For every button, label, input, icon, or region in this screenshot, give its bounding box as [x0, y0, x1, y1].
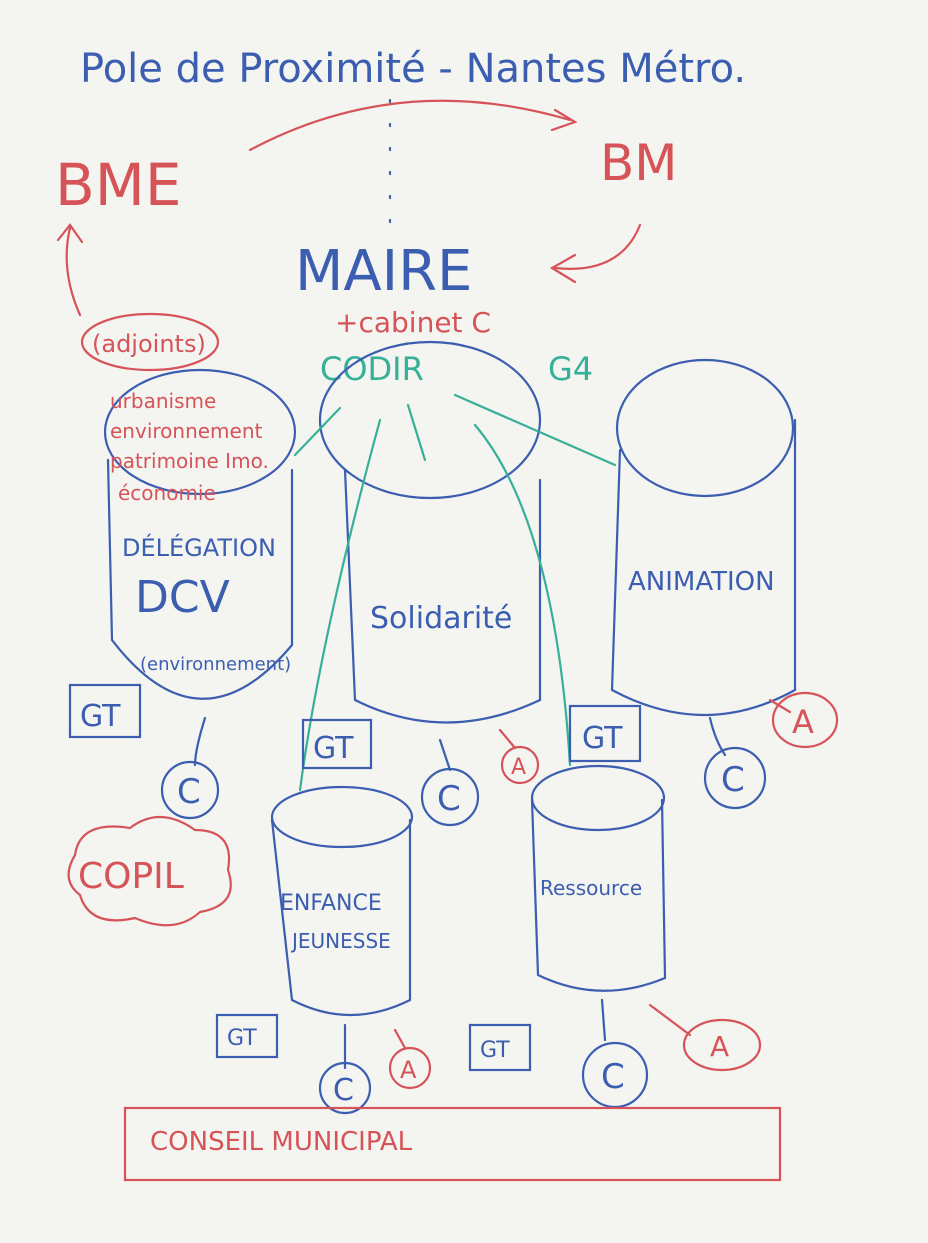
- delegation-line-3: patrimoine Imo.: [110, 449, 269, 473]
- arrow-head: [549, 253, 577, 284]
- gt-box-label: GT: [80, 699, 121, 734]
- solidarite-label: Solidarité: [370, 601, 512, 636]
- g4-label: G4: [548, 350, 593, 388]
- enfance-label: ENFANCE: [280, 891, 382, 916]
- codir-links: [293, 393, 617, 792]
- c-circles: C C C C C: [160, 716, 767, 1115]
- gt-box-label: GT: [313, 731, 354, 766]
- arrow-head: [56, 223, 84, 244]
- bme-label: BME: [55, 151, 181, 219]
- gt-boxes: GT GT GT GT GT: [68, 683, 642, 1072]
- solidarite-cylinder: Solidarité: [318, 340, 542, 724]
- copil-label: COPIL: [78, 856, 184, 897]
- gt-box-label: GT: [582, 721, 623, 756]
- enfance-jeunesse-cylinder: ENFANCE JEUNESSE: [270, 785, 414, 1017]
- a-circle-label: A: [400, 1056, 417, 1084]
- delegation-line-2: environnement: [110, 419, 263, 443]
- delegation-env-label: (environnement): [140, 654, 291, 675]
- a-circle-label: A: [710, 1030, 729, 1063]
- adjoints-label: (adjoints): [92, 330, 206, 358]
- a-circles: A A A A: [388, 691, 839, 1090]
- jeunesse-label: JEUNESSE: [290, 929, 391, 953]
- conseil-municipal-box: CONSEIL MUNICIPAL: [123, 1106, 782, 1182]
- ressource-label: Ressource: [540, 876, 642, 900]
- gt-box-label: GT: [480, 1038, 510, 1063]
- delegation-cylinder: urbanisme environnement patrimoine Imo. …: [103, 368, 297, 700]
- animation-cylinder: ANIMATION: [610, 358, 797, 716]
- copil-cloud: COPIL: [67, 815, 232, 927]
- c-circle-label: C: [333, 1073, 354, 1108]
- c-circle-label: C: [601, 1057, 625, 1097]
- cabinet-label: +cabinet C: [335, 306, 491, 339]
- delegation-line-4: économie: [118, 481, 216, 505]
- c-circle-label: C: [721, 760, 745, 800]
- delegation-label: DÉLÉGATION: [122, 533, 276, 562]
- c-circle-label: C: [177, 772, 201, 812]
- codir-label: CODIR: [320, 350, 424, 388]
- bme-to-bm-arrow: [248, 99, 572, 152]
- a-circle-label: A: [792, 703, 814, 741]
- bm-to-maire-arrow: [553, 223, 642, 270]
- adjoints-bubble: [80, 312, 220, 372]
- c-circle-label: C: [437, 779, 461, 819]
- a-circle-label: A: [511, 755, 526, 780]
- adjoints-to-bme-arrow: [65, 226, 82, 317]
- page-title: Pole de Proximité - Nantes Métro.: [80, 46, 746, 92]
- arrow-head: [550, 108, 578, 132]
- animation-label: ANIMATION: [628, 567, 775, 597]
- ressource-cylinder: Ressource: [530, 764, 667, 992]
- bm-label: BM: [600, 134, 677, 192]
- conseil-label: CONSEIL MUNICIPAL: [150, 1127, 413, 1157]
- delegation-line-1: urbanisme: [110, 389, 216, 413]
- gt-box-label: GT: [227, 1026, 257, 1051]
- maire-label: MAIRE: [295, 239, 472, 304]
- dcv-label: DCV: [135, 572, 230, 623]
